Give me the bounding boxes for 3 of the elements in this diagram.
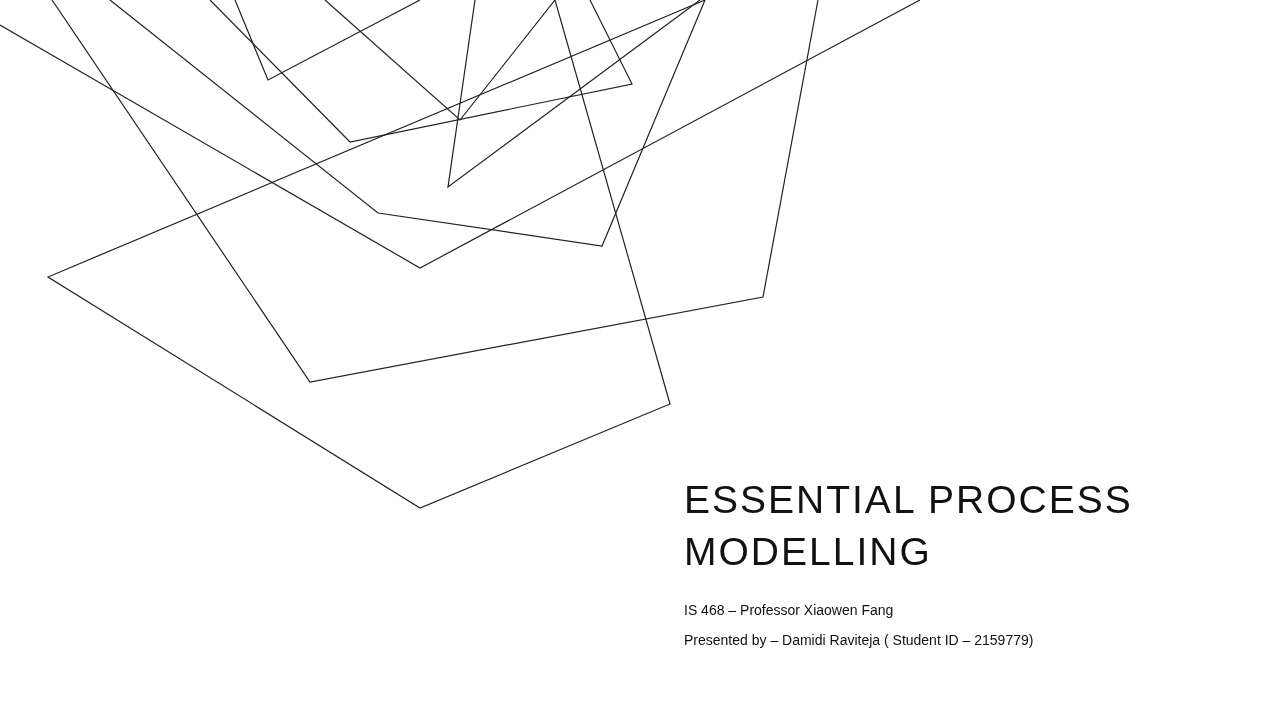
slide-title: ESSENTIAL PROCESS MODELLING — [684, 477, 1134, 575]
subtitle-text: IS 468 – Professor Xiaowen Fang — [684, 601, 895, 620]
subtitle-text: Presented by – Damidi Raviteja ( Student ID – 2159779) — [684, 631, 1035, 650]
